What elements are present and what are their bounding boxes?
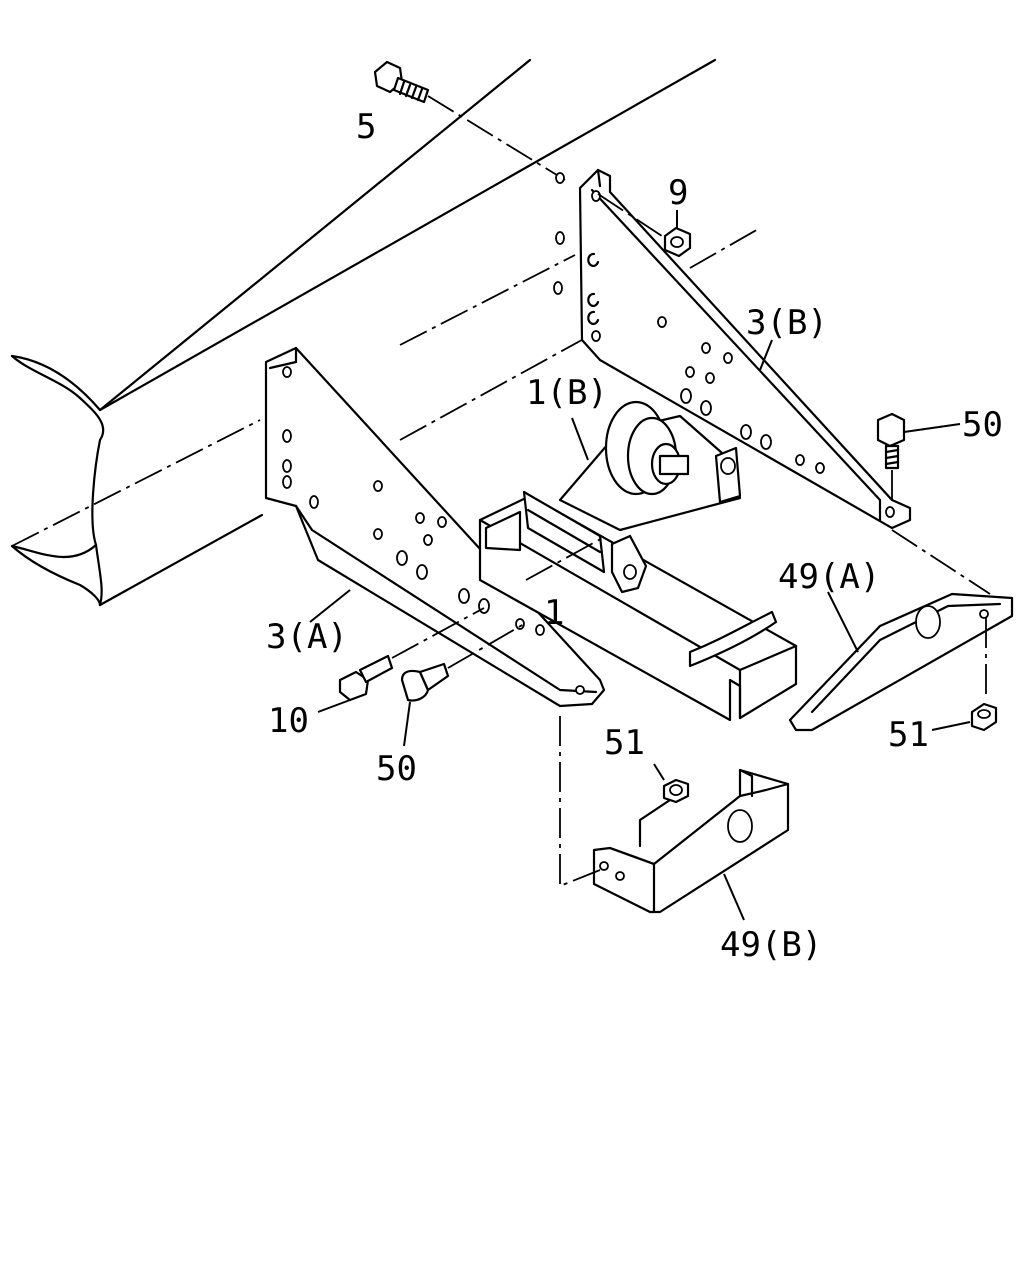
label-mount-1b: 1(B) (526, 373, 608, 413)
bracket-3b (553, 168, 912, 530)
bolt-50-right (876, 412, 961, 500)
label-cover-49a: 49(A) (778, 557, 880, 597)
bracket-3a (264, 346, 606, 708)
label-nut-51-bottom: 51 (604, 723, 645, 763)
label-bracket-3b: 3(B) (746, 303, 828, 343)
bolt-10 (317, 607, 485, 713)
cover-49a (788, 529, 1014, 732)
frame-rail (10, 58, 717, 607)
leader-3b (759, 339, 773, 371)
label-cover-49b: 49(B) (720, 925, 822, 965)
leader-3a (309, 589, 351, 623)
label-bolt-50-right: 50 (962, 405, 1003, 445)
engine-mount-1b (478, 400, 798, 722)
nut-51-right (931, 702, 998, 732)
label-mount-1: 1 (544, 593, 564, 633)
label-bolt-50-left: 50 (376, 749, 417, 789)
label-bolt-5: 5 (356, 107, 376, 147)
bolt-5 (373, 60, 566, 181)
label-nut-9: 9 (668, 173, 688, 213)
label-bracket-3a: 3(A) (266, 617, 348, 657)
nut-51-bottom (638, 763, 690, 848)
bolt-50-left (400, 623, 525, 747)
label-bolt-10: 10 (268, 701, 309, 741)
cover-49b (559, 716, 790, 921)
label-nut-51-right: 51 (888, 715, 929, 755)
nut-9 (597, 193, 761, 269)
leader-49a (827, 591, 859, 653)
leader-1b (571, 417, 589, 461)
